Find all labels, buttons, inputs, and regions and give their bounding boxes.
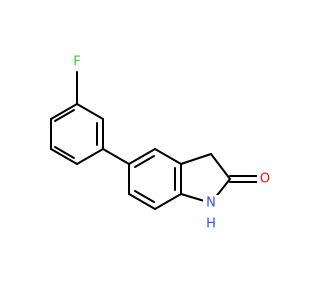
double-bond-inner — [134, 155, 155, 168]
bond — [50, 148, 78, 165]
bond-biaryl — [102, 148, 130, 165]
atom-o: O — [257, 171, 273, 187]
bond — [210, 153, 231, 180]
indolinone-benzene-ring — [128, 148, 182, 210]
atom-label-h: H — [206, 217, 216, 232]
bond — [128, 148, 156, 165]
double-bond-inner — [54, 109, 75, 122]
atom-h: H — [206, 217, 216, 232]
atom-f: F — [69, 54, 85, 70]
atom-n: N — [203, 195, 219, 211]
bond — [154, 148, 182, 165]
double-bond-inner — [134, 190, 155, 203]
bond — [76, 103, 104, 120]
atom-label-f: F — [73, 55, 80, 70]
bond — [50, 103, 78, 120]
fluorophenyl-ring — [50, 103, 104, 165]
atom-label-o: O — [260, 172, 270, 187]
double-bond-inner — [54, 146, 75, 159]
bond — [76, 148, 104, 165]
bond — [154, 193, 182, 210]
atom-label-n: N — [206, 196, 216, 211]
bond — [128, 193, 156, 210]
molecule-structure: F O N H — [50, 54, 273, 232]
bond — [180, 153, 212, 165]
